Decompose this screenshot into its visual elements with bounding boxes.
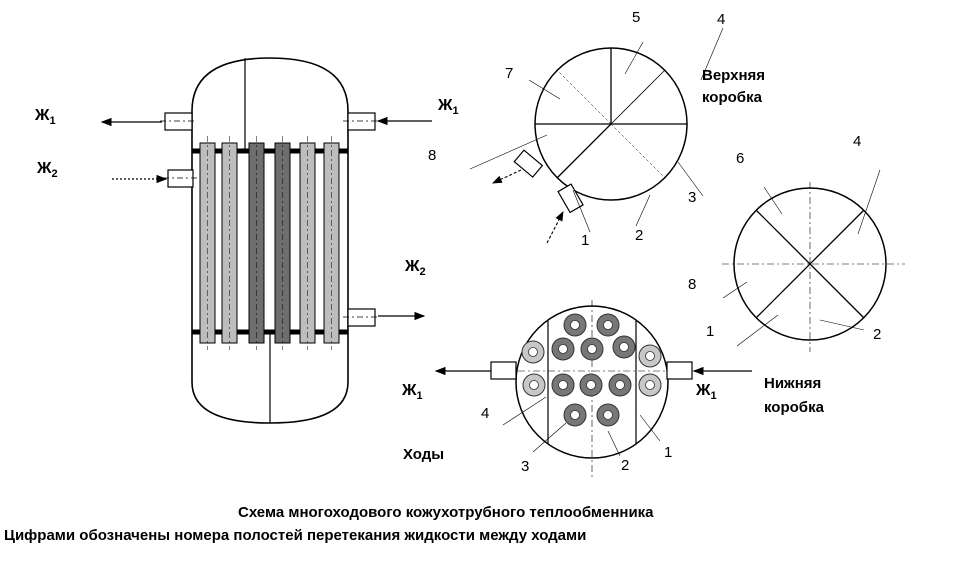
upper-box-title-1: Верхняя <box>702 67 765 84</box>
label-f1-sheet-right: Ж1 <box>695 382 717 402</box>
lower-box-title-1: Нижняя <box>764 375 821 392</box>
lower-box-view: 6 4 8 1 2 Нижняя коробка <box>688 133 905 416</box>
nozzle-top-right <box>347 112 376 131</box>
upper-nozzle-left <box>513 149 544 178</box>
passes-label: Ходы <box>403 446 444 463</box>
upper-num-1: 1 <box>581 232 589 249</box>
tube-sheet-view: Ж1 Ж1 4 3 2 1 Ходы <box>401 300 752 478</box>
tube-bore <box>603 320 613 330</box>
upper-box-view: 5 4 7 8 3 2 1 Верхняя коробка <box>428 9 765 249</box>
nozzle-top-left <box>164 112 193 131</box>
sheet-num-3: 3 <box>521 458 529 475</box>
label-f2-right: Ж2 <box>404 258 426 278</box>
tube-bore <box>570 320 580 330</box>
upper-num-7: 7 <box>505 65 513 82</box>
tube-bore <box>570 410 580 420</box>
upper-box-title-2: коробка <box>702 89 763 106</box>
tube-bore <box>558 380 568 390</box>
lower-num-8: 8 <box>688 276 696 293</box>
lower-num-4: 4 <box>853 133 861 150</box>
tube-bore <box>587 344 597 354</box>
tube-bore <box>619 342 629 352</box>
label-f1-left: Ж1 <box>34 107 56 127</box>
tube-openings <box>521 313 662 427</box>
tube-bundle <box>199 136 340 350</box>
caption-line-2: Цифрами обозначены номера полостей перет… <box>4 527 587 544</box>
exchanger-side-view: Ж1 Ж2 Ж1 Ж2 <box>34 57 459 424</box>
tube-bore <box>558 344 568 354</box>
tube-bore <box>603 410 613 420</box>
upper-nozzle-bottom <box>557 183 584 214</box>
nozzle-mid-left <box>167 169 194 188</box>
upper-arrow-in <box>546 211 564 244</box>
lower-num-2: 2 <box>873 326 881 343</box>
upper-num-2: 2 <box>635 227 643 244</box>
sheet-num-1: 1 <box>664 444 672 461</box>
sheet-nozzle-right <box>666 361 693 380</box>
caption-line-1: Схема многоходового кожухотрубного тепло… <box>238 504 654 521</box>
tube-bore <box>586 380 596 390</box>
lower-num-1: 1 <box>706 323 714 340</box>
upper-arrow-out <box>492 169 522 184</box>
label-f2-left: Ж2 <box>36 160 58 180</box>
label-f1-sheet-left: Ж1 <box>401 382 423 402</box>
upper-num-4: 4 <box>717 11 725 28</box>
tube-bore <box>529 380 539 390</box>
sheet-nozzle-left <box>490 361 517 380</box>
lower-num-6: 6 <box>736 150 744 167</box>
upper-num-5: 5 <box>632 9 640 26</box>
lower-box-title-2: коробка <box>764 399 825 416</box>
sheet-num-2: 2 <box>621 457 629 474</box>
upper-num-3: 3 <box>688 189 696 206</box>
shell-outline <box>191 57 349 424</box>
label-f1-right: Ж1 <box>437 97 459 117</box>
tube-bore <box>645 380 655 390</box>
tube-bore <box>645 351 655 361</box>
upper-num-8: 8 <box>428 147 436 164</box>
sheet-num-4: 4 <box>481 405 489 422</box>
tube-bore <box>615 380 625 390</box>
tube-bore <box>528 347 538 357</box>
nozzle-bottom-right <box>347 308 376 327</box>
